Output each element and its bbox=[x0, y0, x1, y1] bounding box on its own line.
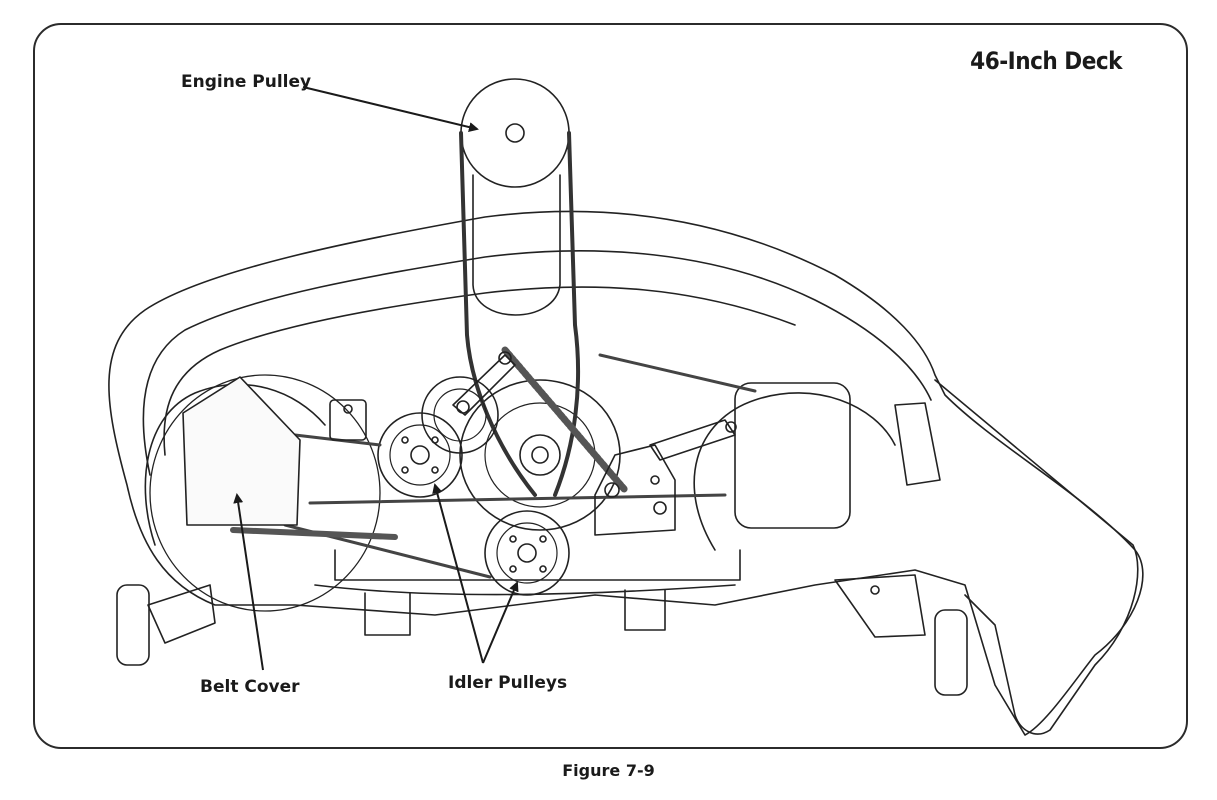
idler-pulley-lower-hub bbox=[517, 543, 537, 563]
left-gauge-wheel bbox=[116, 584, 150, 666]
engine-pulley-bracket bbox=[472, 174, 561, 316]
center-spindle-bolt bbox=[531, 446, 549, 464]
height-bracket-right bbox=[624, 589, 666, 631]
callout-belt-cover: Belt Cover bbox=[200, 677, 300, 697]
center-spindle-hub bbox=[519, 434, 561, 476]
idler-pulley-upper bbox=[377, 412, 463, 498]
deck-belt bbox=[283, 353, 757, 579]
spring-anchor bbox=[604, 482, 620, 498]
idler-arm bbox=[452, 354, 516, 416]
arrow-idler-pulley-upper bbox=[432, 483, 484, 664]
center-spindle-ring bbox=[484, 402, 596, 508]
deck-rim-inner bbox=[163, 286, 796, 456]
chute-bracket bbox=[894, 402, 941, 486]
left-gauge-bracket bbox=[147, 584, 216, 644]
height-bracket-left bbox=[364, 592, 411, 636]
arrow-idler-pulley-lower bbox=[482, 581, 519, 664]
idler-pulley-upper-ring bbox=[389, 424, 451, 486]
idler-pulley-upper-hub bbox=[410, 445, 430, 465]
diagram-frame: 46-Inch Deck Engine Pulley Belt Cover Id… bbox=[33, 23, 1188, 749]
center-spindle-circle bbox=[459, 379, 621, 531]
figure-caption: Figure 7-9 bbox=[562, 761, 655, 780]
engine-pulley bbox=[460, 78, 570, 188]
arrow-belt-cover bbox=[233, 493, 264, 671]
engine-pulley-hub bbox=[505, 123, 525, 143]
left-blade-housing bbox=[144, 383, 326, 546]
left-spindle-block bbox=[329, 399, 367, 441]
right-idler-bracket bbox=[594, 444, 676, 536]
left-spindle-circle bbox=[149, 374, 381, 612]
belt-cover bbox=[182, 376, 301, 526]
adjust-arm bbox=[649, 419, 736, 461]
tension-spring bbox=[501, 346, 629, 494]
mower-deck-diagram bbox=[108, 78, 1144, 736]
right-belt-guard bbox=[734, 382, 851, 529]
deck-rim bbox=[142, 250, 932, 476]
idler-pulley-lower-ring bbox=[496, 522, 558, 584]
lower-rod bbox=[230, 527, 398, 540]
small-idler-pulley bbox=[421, 376, 499, 454]
deck-shell bbox=[108, 210, 1144, 736]
discharge-chute bbox=[934, 379, 1139, 735]
arrow-engine-pulley bbox=[302, 86, 479, 132]
callout-engine-pulley: Engine Pulley bbox=[181, 72, 312, 92]
callout-idler-pulleys: Idler Pulleys bbox=[448, 673, 568, 693]
right-gauge-bracket bbox=[834, 574, 926, 638]
right-gauge-wheel bbox=[934, 609, 968, 696]
callout-arrows bbox=[233, 86, 519, 671]
deck-skirt-lower bbox=[334, 549, 741, 581]
deck-title: 46-Inch Deck bbox=[970, 47, 1122, 75]
deck-skirt-lower-2 bbox=[314, 584, 736, 596]
right-blade-housing bbox=[693, 392, 896, 551]
